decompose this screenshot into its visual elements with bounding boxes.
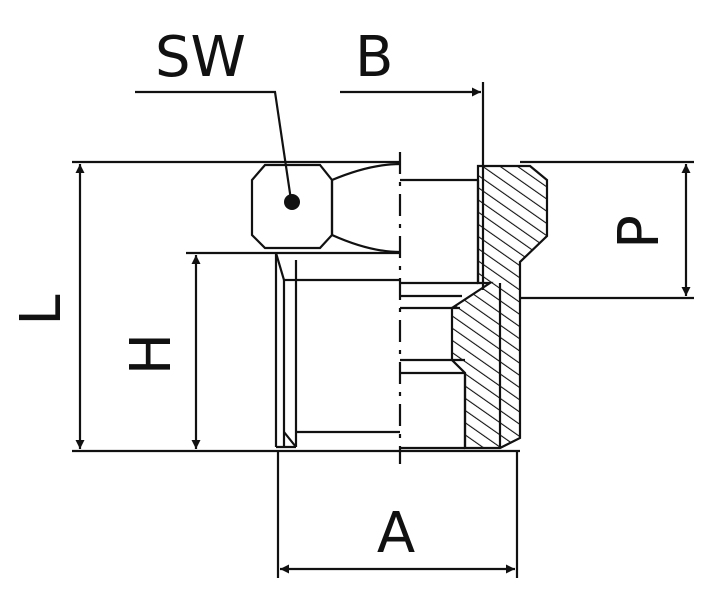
label-sw: SW: [155, 25, 246, 90]
hatched-section: [450, 164, 549, 450]
pointer-dot: [284, 194, 300, 210]
dimension-lines: [75, 87, 691, 574]
label-h: H: [119, 333, 184, 375]
label-a: A: [377, 501, 415, 566]
label-b: B: [355, 25, 393, 90]
sw-pointer: [135, 90, 300, 210]
label-l: L: [9, 294, 74, 325]
extension-lines: [72, 82, 694, 578]
label-p: P: [607, 215, 672, 249]
